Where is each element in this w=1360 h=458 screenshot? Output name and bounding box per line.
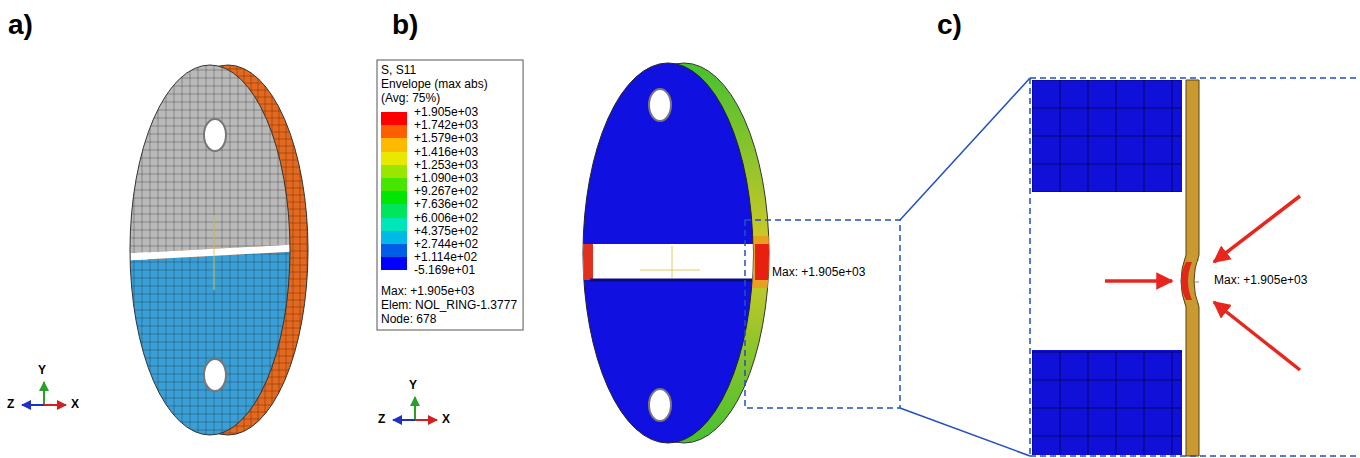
legend-swatch <box>381 165 407 178</box>
legend-title: (Avg: 75%) <box>381 92 440 105</box>
axis-label: Z <box>7 398 14 411</box>
axis-label: X <box>71 398 79 411</box>
panel-label: c) <box>937 10 962 41</box>
max-note: Node: 678 <box>381 313 436 326</box>
legend-swatch <box>381 204 407 217</box>
axis-label: Y <box>409 379 417 392</box>
axis-triad <box>393 397 437 420</box>
legend-swatch <box>381 231 407 244</box>
legend-title: Envelope (max abs) <box>381 78 488 91</box>
legend-value: +1.905e+03 <box>414 106 478 119</box>
legend-value: +1.253e+03 <box>414 159 478 172</box>
legend-swatch <box>381 218 407 231</box>
legend-swatch <box>381 257 407 270</box>
panel-label: b) <box>392 10 418 41</box>
axis-triad <box>22 382 66 405</box>
legend-value: +6.006e+02 <box>414 212 478 225</box>
legend-swatch <box>381 112 407 125</box>
max-marker: Max: +1.905e+03 <box>1214 274 1307 287</box>
legend-swatch <box>381 191 407 204</box>
legend-swatch <box>381 138 407 151</box>
legend-value: +7.636e+02 <box>414 198 478 211</box>
legend-value: +1.579e+03 <box>414 132 478 145</box>
legend-value: +9.267e+02 <box>414 185 478 198</box>
max-note: Elem: NOL_RING-1.3777 <box>381 299 517 312</box>
legend-value: +1.742e+03 <box>414 119 478 132</box>
axis-label: Y <box>38 364 46 377</box>
max-note: Max: +1.905e+03 <box>381 285 474 298</box>
axis-label: X <box>442 413 450 426</box>
legend-value: +4.375e+02 <box>414 225 478 238</box>
axis-label: Z <box>378 413 385 426</box>
legend-title: S, S11 <box>381 64 416 77</box>
legend-swatch <box>381 125 407 138</box>
legend-value: +1.114e+02 <box>414 251 477 264</box>
legend-swatch <box>381 178 407 191</box>
legend-value: +1.416e+03 <box>414 146 478 159</box>
zoom-detail <box>1030 78 1360 456</box>
mesh-model <box>110 55 320 450</box>
legend-swatch <box>381 152 407 165</box>
legend-value: -5.169e+01 <box>414 264 475 277</box>
max-marker: Max: +1.905e+03 <box>772 266 865 279</box>
legend-value: +2.744e+02 <box>414 238 478 251</box>
stress-contour-model <box>377 60 1030 456</box>
legend-value: +1.090e+03 <box>414 172 478 185</box>
legend-swatch <box>381 244 407 257</box>
panel-label: a) <box>8 10 33 41</box>
